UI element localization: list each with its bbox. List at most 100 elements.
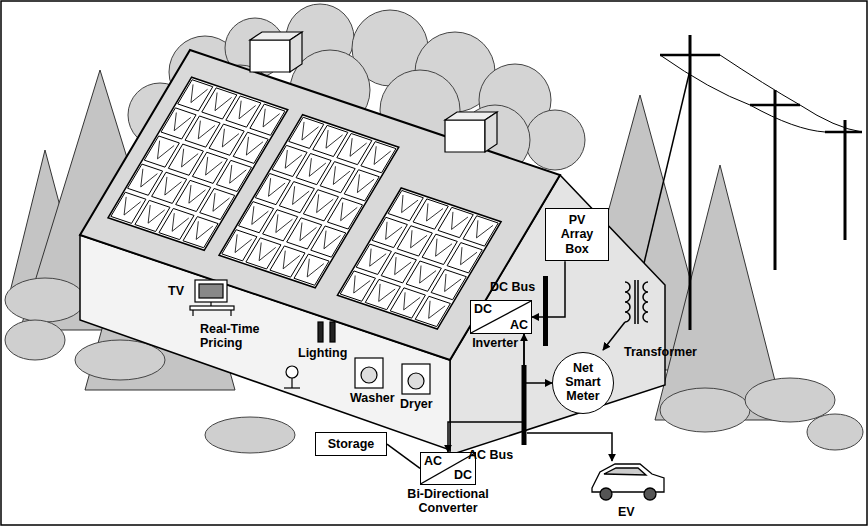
panel-cell-mark (461, 247, 477, 265)
wheel (600, 488, 612, 500)
panel-cell-mark (341, 203, 358, 221)
panel-cell-mark (148, 205, 165, 223)
panel-cell-mark (357, 174, 374, 192)
converter-box: ACDCBi-Directional Converter (420, 452, 476, 485)
panel-cell-mark (246, 137, 263, 155)
crossarm (660, 54, 720, 57)
service-drop (640, 70, 690, 280)
car-window (604, 468, 646, 475)
panel-cell-mark (420, 266, 436, 284)
pole (844, 120, 847, 240)
panel-cell-mark (300, 223, 317, 241)
solar-panel (415, 296, 450, 326)
solar-panel (183, 217, 218, 248)
panel-cell-mark (302, 122, 319, 140)
storage-box: Storage (315, 432, 387, 456)
wheel (644, 488, 656, 500)
inverter-box: DCACInverter (470, 300, 532, 334)
panel-cell-mark (222, 129, 239, 147)
chimney-side (290, 32, 302, 72)
panel-cell-mark (395, 257, 411, 275)
solar-panel (361, 142, 396, 173)
panel-cell-mark (354, 275, 370, 293)
solar-panel (431, 269, 466, 299)
tv-icon (195, 280, 227, 302)
panel-cell-mark (124, 197, 141, 215)
solar-panels (108, 77, 501, 329)
diagonal-line (471, 301, 531, 333)
bus-label: AC Bus (468, 448, 513, 462)
clouds (128, 4, 585, 175)
solar-panel (327, 198, 362, 229)
bush (5, 278, 85, 322)
panel-cell-mark (379, 284, 395, 302)
node-text: PV Array Box (551, 213, 603, 256)
panel-cell-mark (191, 84, 208, 102)
panel-cell-mark (269, 178, 286, 196)
panel-cell-mark (172, 213, 189, 231)
ev-charge-line (527, 433, 612, 461)
roof (80, 50, 560, 360)
bush (5, 320, 65, 360)
washer-door (361, 367, 377, 383)
meter-feed (603, 322, 625, 350)
bus-label: DC Bus (490, 280, 535, 294)
tv-screen (199, 284, 223, 298)
pv-array-box: PV Array Box (545, 208, 609, 261)
panel-array (219, 115, 399, 288)
lamp-tube (330, 322, 335, 342)
panel-cell-mark (293, 186, 310, 204)
solar-panel (250, 104, 285, 135)
front-wall (80, 235, 450, 450)
panel-array (337, 188, 501, 329)
power-line (800, 105, 862, 132)
panel-cell-mark (326, 130, 343, 148)
port-label: DC (454, 468, 472, 482)
panel-cell-mark (196, 221, 213, 239)
vehicle-label: EV (618, 505, 635, 519)
panel-cell-mark (307, 259, 324, 277)
solar-panel (294, 254, 329, 285)
panel-cell-mark (445, 274, 461, 292)
panel-cell-mark (309, 158, 326, 176)
panel-cell-mark (404, 292, 420, 310)
device-label: Lighting (298, 346, 347, 360)
panel-cell-mark (259, 243, 276, 261)
solar-panel (216, 160, 251, 191)
ev-car (592, 464, 664, 500)
power-connector (532, 261, 565, 317)
power-connector (448, 334, 524, 452)
fan-stand (291, 378, 292, 388)
meter-circle: Net Smart Meter (552, 352, 614, 414)
panel-cell-mark (158, 141, 175, 159)
solar-panel (447, 243, 482, 273)
power-connector (387, 444, 420, 468)
power-line (720, 55, 800, 105)
panel-cell-mark (213, 193, 230, 211)
power-line (660, 55, 750, 105)
panel-cell-mark (411, 230, 427, 248)
pricing-label: Real-Time Pricing (200, 322, 272, 351)
coil (643, 282, 648, 322)
diagonal-line (421, 453, 475, 484)
panel-cell-mark (252, 206, 269, 224)
panel-cell-mark (165, 177, 182, 195)
converter-box-outline: DCAC (470, 300, 532, 334)
panel-cell-mark (427, 203, 443, 221)
panel-cell-mark (477, 220, 493, 238)
bush (660, 388, 750, 432)
panel-cell-mark (285, 150, 302, 168)
tv-stand (210, 302, 211, 306)
power-connector (524, 334, 552, 383)
panel-array (108, 77, 288, 250)
table-leg (230, 310, 231, 316)
panel-cell-mark (429, 301, 445, 319)
panel-cell-mark (235, 234, 252, 252)
dryer-icon (402, 364, 430, 394)
core (637, 280, 639, 324)
bush (75, 340, 165, 380)
panel-cell-mark (370, 249, 386, 267)
fan-icon (286, 366, 298, 378)
